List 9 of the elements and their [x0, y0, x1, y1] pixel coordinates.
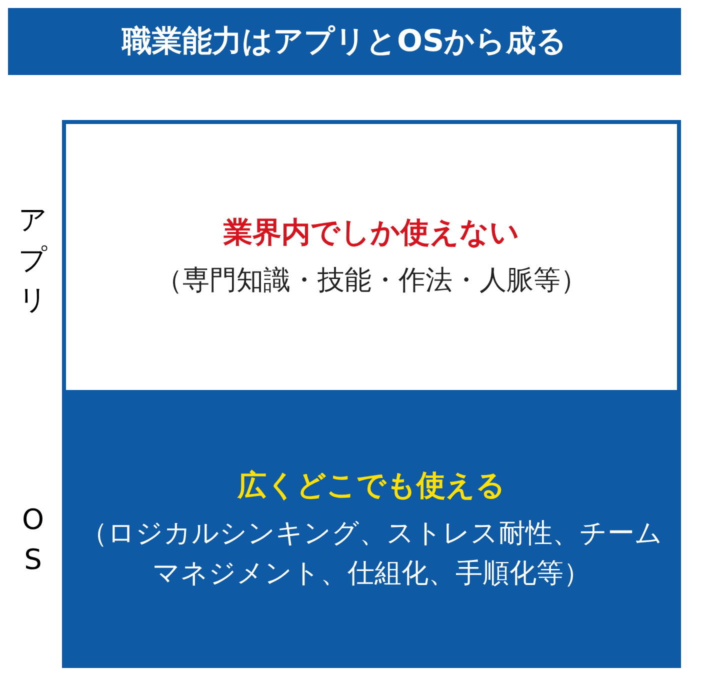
layer-heading: 業界内でしか使えない	[224, 214, 520, 251]
layer-heading: 広くどこでも使える	[238, 466, 506, 504]
layer-box	[62, 120, 681, 394]
layer-label: アプリ	[18, 202, 48, 318]
layer-description: （専門知識・技能・作法・人脈等）	[154, 264, 588, 298]
layer-box	[62, 392, 681, 668]
layer-description: （ロジカルシンキング、ストレス耐性、チームマネジメント、仕組化、手順化等）	[80, 516, 664, 591]
layer-label: OS	[20, 502, 46, 578]
title-banner: 職業能力はアプリとOSから成る	[8, 8, 681, 75]
